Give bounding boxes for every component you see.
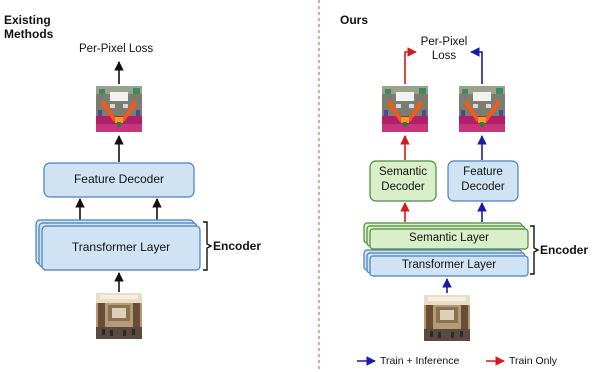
transformer-layer-box-right	[369, 255, 529, 277]
semantic-decoder-line1: Semantic	[379, 166, 427, 178]
left-encoder-label: Encoder	[213, 239, 262, 253]
left-loss-label: Per-Pixel Loss	[79, 43, 154, 55]
transformer-layer-box	[41, 225, 201, 271]
semantic-decoder-line2: Decoder	[381, 181, 425, 193]
right-loss-line2: Loss	[431, 50, 457, 62]
right-encoder-label: Encoder	[540, 243, 589, 257]
left-heading-line1: Existing	[4, 13, 51, 27]
semantic-layer-label: Semantic Layer	[409, 232, 489, 244]
left-feature-decoder-label: Feature Decoder	[73, 172, 165, 186]
feature-decoder-box	[43, 162, 195, 198]
input-image	[96, 293, 142, 339]
left-heading-line2: Methods	[4, 27, 54, 41]
right-heading: Ours	[340, 13, 369, 27]
right-transformer-label: Transformer Layer	[401, 259, 497, 271]
encoder-brace-right	[530, 225, 540, 275]
feature-decoder-line2: Decoder	[461, 181, 505, 193]
feature-output-image	[459, 86, 505, 132]
input-image-right	[424, 295, 470, 341]
red-arrow-to-loss	[404, 47, 417, 84]
semantic-output-image	[382, 86, 428, 132]
left-transformer-label: Transformer Layer	[71, 240, 171, 254]
feature-decoder-box-right	[447, 160, 519, 202]
right-loss-line1: Per-Pixel	[420, 36, 468, 48]
encoder-brace	[203, 221, 213, 271]
segmentation-output-image	[96, 86, 142, 132]
semantic-layer-box	[369, 228, 529, 250]
blue-arrow-to-loss	[470, 47, 483, 84]
semantic-decoder-box	[369, 160, 437, 202]
legend-train-inference: Train + Inference	[380, 355, 460, 367]
feature-decoder-line1: Feature	[463, 166, 503, 178]
legend-train-only: Train Only	[509, 355, 558, 367]
